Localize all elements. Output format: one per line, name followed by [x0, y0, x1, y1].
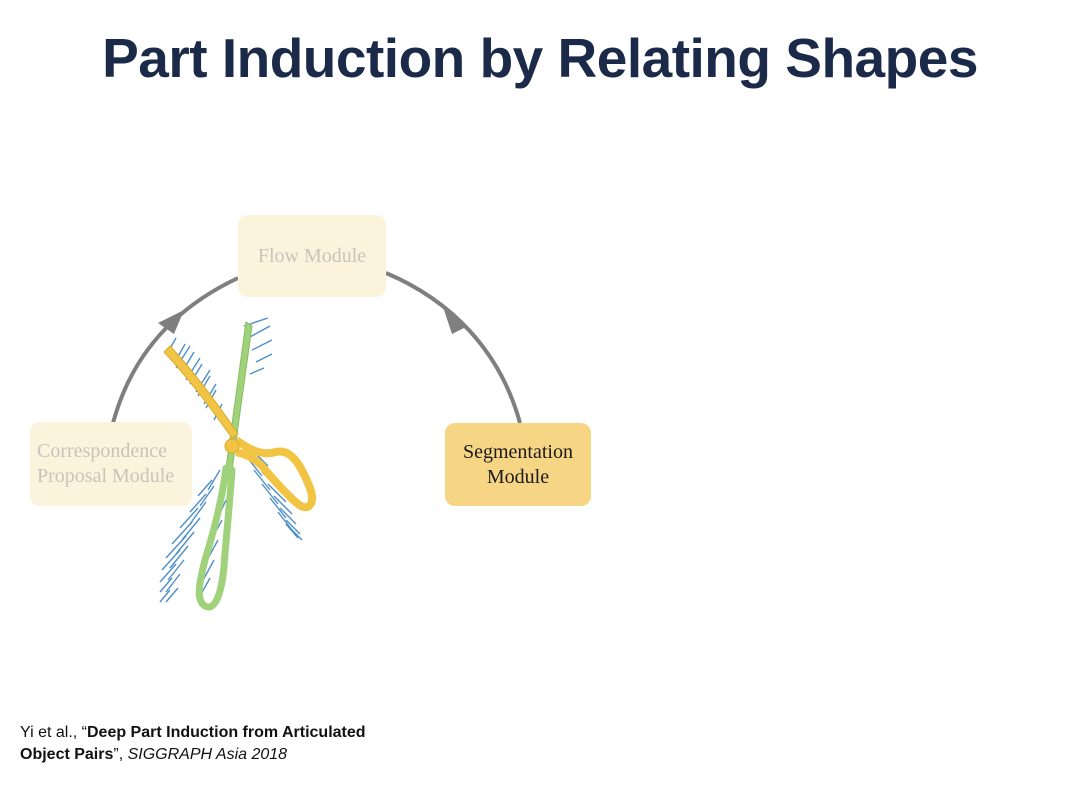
citation-title-line1: Deep Part Induction from Articulated: [86, 724, 366, 741]
arrowhead-down-icon: [442, 304, 468, 334]
citation: Yi et al., “Deep Part Induction from Art…: [20, 722, 366, 766]
arc-flow-to-segmentation: [385, 271, 522, 424]
scissors-with-flow-vectors-icon: [159, 317, 317, 611]
segmentation-module-line1: Segmentation: [463, 440, 573, 463]
citation-title-line2: Object Pairs: [20, 746, 114, 763]
cycle-arc: [111, 271, 522, 424]
flow-module-box: Flow Module: [238, 215, 386, 297]
yellow-handle: [233, 436, 317, 512]
yellow-blade: [163, 345, 239, 439]
citation-authors: Yi et al., “: [20, 724, 87, 741]
pivot-icon: [224, 438, 240, 454]
correspondence-module-line2: Proposal Module: [37, 465, 175, 487]
arc-arrowheads: [158, 304, 468, 334]
arc-correspondence-to-flow: [111, 276, 239, 424]
arrowhead-up-icon: [158, 310, 184, 334]
correspondence-module-line1: Correspondence: [37, 440, 167, 462]
green-handle: [195, 464, 236, 611]
citation-venue: SIGGRAPH Asia 2018: [127, 746, 288, 763]
correspondence-proposal-module-box: Correspondence Proposal Module: [30, 422, 192, 506]
segmentation-module-box: Segmentation Module: [445, 423, 591, 506]
citation-separator: ”,: [113, 746, 128, 763]
slide-title: Part Induction by Relating Shapes: [102, 27, 978, 89]
flow-module-label: Flow Module: [257, 244, 367, 267]
segmentation-module-line2: Module: [486, 465, 550, 488]
